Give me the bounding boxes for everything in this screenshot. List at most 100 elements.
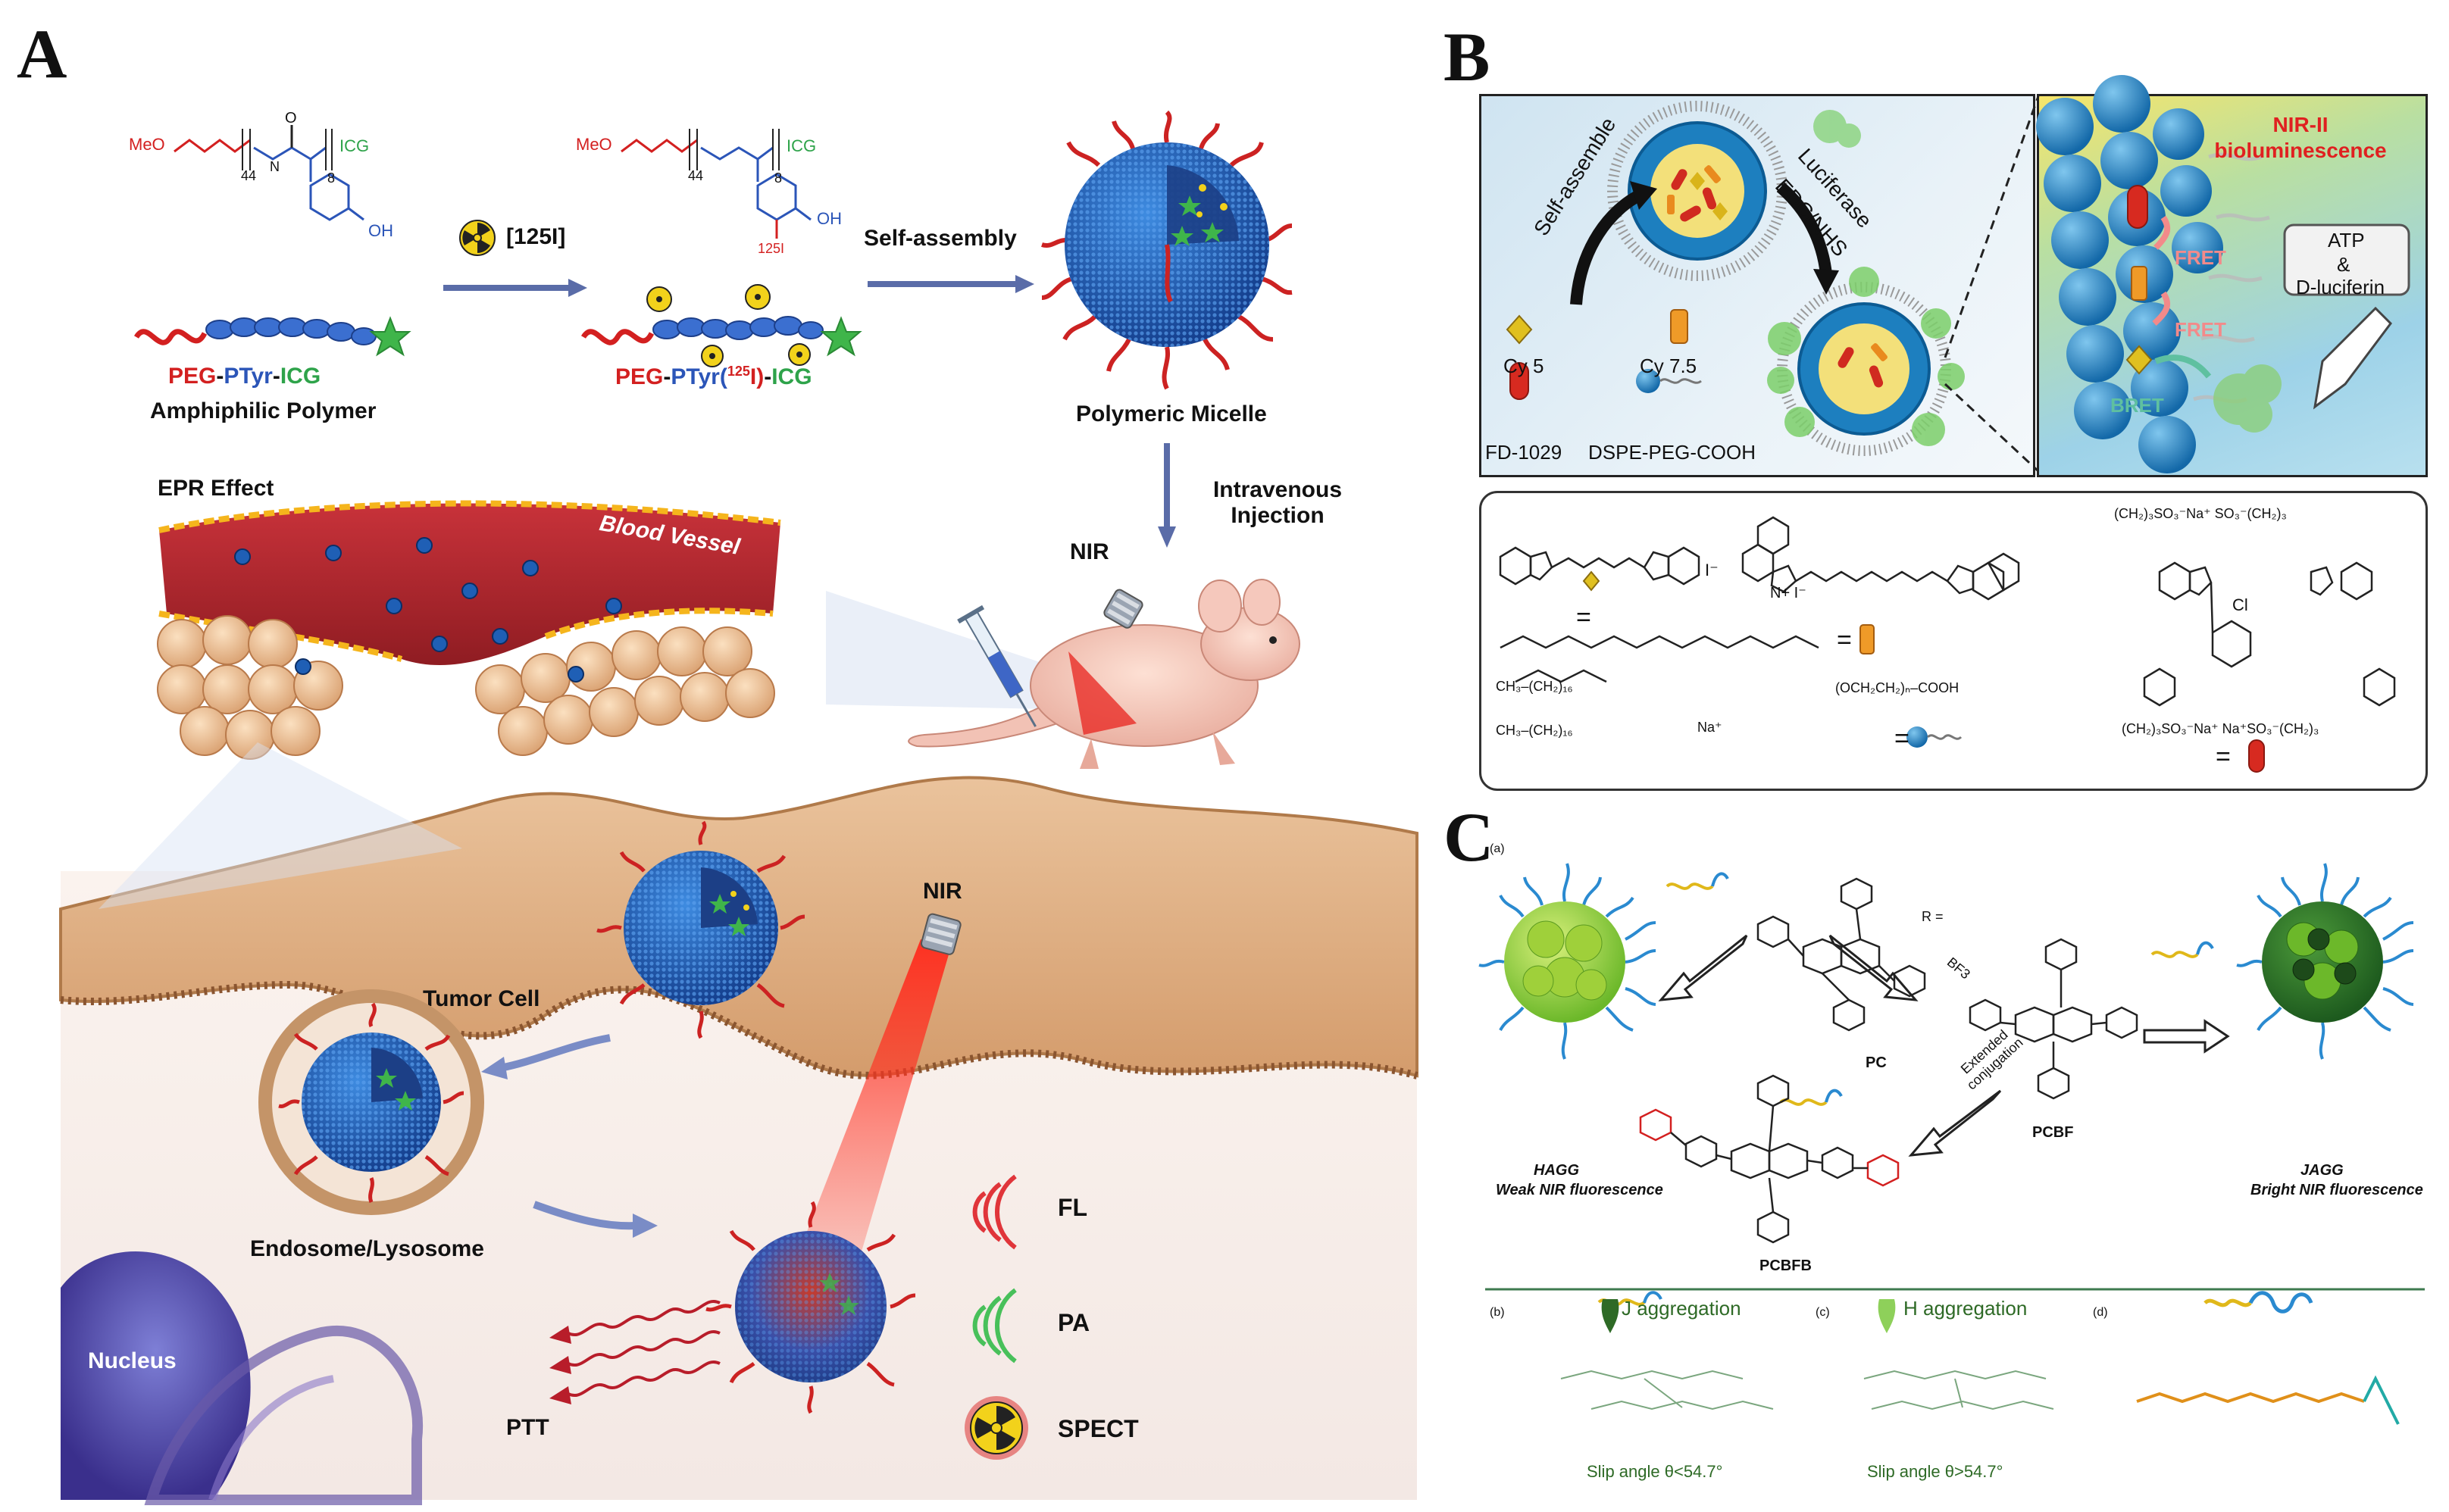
polymer1-icg: ICG xyxy=(280,364,321,389)
panel-label-b: B xyxy=(1443,18,1490,95)
c-pc-label: PC xyxy=(1866,1054,1887,1071)
chem-ch3a: CH₃–(CH₂)₁₆ xyxy=(1496,679,1573,694)
pa-label: PA xyxy=(1058,1309,1090,1336)
activated-micelle xyxy=(705,1201,916,1414)
chem-eq-dspe: = xyxy=(1894,724,1909,753)
epr-effect-label: EPR Effect xyxy=(158,476,274,501)
chem-so3-top: (CH₂)₃SO₃⁻Na⁺ SO₃⁻(CH₂)₃ xyxy=(2114,506,2287,521)
chem-cl: Cl xyxy=(2232,595,2248,614)
chem-so3-bottom: (CH₂)₃SO₃⁻Na⁺ Na⁺SO₃⁻(CH₂)₃ xyxy=(2122,721,2319,736)
c-r-def: R = xyxy=(1922,909,1944,924)
fl-label: FL xyxy=(1058,1194,1088,1221)
ptt-heat-arrows xyxy=(549,1300,721,1404)
spect-label: SPECT xyxy=(1058,1415,1139,1442)
chem-eq-cy5: = xyxy=(1576,603,1591,632)
legend-cy75: Cy 7.5 xyxy=(1640,355,1697,377)
c-slip-angle-1: Slip angle θ<54.7° xyxy=(1587,1462,1723,1481)
amphiphilic-polymer-chain xyxy=(134,316,411,357)
chem1-n: N xyxy=(270,159,280,174)
chem2-oh: OH xyxy=(817,209,842,228)
chem1-oh: OH xyxy=(368,221,393,240)
nir-ii-bioluminescence-label: NIR-II bioluminescence xyxy=(2214,113,2387,162)
amp-label: & xyxy=(2337,253,2350,276)
radiation-icon xyxy=(459,220,496,256)
c-j-aggregation: J aggregation xyxy=(1622,1297,1741,1320)
chem1-n44: 44 xyxy=(241,168,257,183)
legend-dspe-peg-cooh: DSPE-PEG-COOH xyxy=(1588,441,1756,464)
intravenous-injection-label: Intravenous Injection xyxy=(1212,477,1343,528)
panel-c-aggregation-scheme xyxy=(1478,863,2425,1333)
polymer1-dash1: - xyxy=(216,364,224,389)
legend-cy5: Cy 5 xyxy=(1503,355,1544,377)
injection-arrow xyxy=(1158,443,1176,548)
fret-label-2: FRET xyxy=(2175,318,2226,341)
polymer2-icg: ICG xyxy=(771,364,812,389)
c-hagg-sub: Weak NIR fluorescence xyxy=(1496,1182,1663,1198)
chem2-iodine: 125I xyxy=(758,241,785,256)
chem1-o: O xyxy=(285,110,297,127)
chem-eq-fd1029: = xyxy=(2216,742,2231,771)
chem-iodide-cy5: I⁻ xyxy=(1705,561,1719,579)
nir-laser-head-top xyxy=(1103,589,1143,629)
peg-ptyr-125i-icg-structure xyxy=(621,129,812,239)
polymer2-dash2: - xyxy=(764,364,772,389)
blood-vessel-illustration xyxy=(157,500,781,760)
polymer1-label: PEG-PTyr-ICG xyxy=(168,364,321,389)
chem2-meo: MeO xyxy=(576,135,612,154)
c-pcbfb-label: PCBFB xyxy=(1759,1257,1812,1274)
c-sub-b: (b) xyxy=(1490,1306,1505,1319)
polymer2-ptyr-pre: PTyr( xyxy=(671,364,727,389)
chem-iodide-cy75: N+ I⁻ xyxy=(1770,585,1806,601)
chem-na: Na⁺ xyxy=(1697,720,1722,735)
fret-label-1: FRET xyxy=(2175,246,2226,269)
mouse-illustration xyxy=(908,579,1300,769)
endosome-lysosome-label: Endosome/Lysosome xyxy=(250,1236,484,1261)
panel-b-nanoparticle-diagram xyxy=(1506,75,2410,473)
chem1-icg: ICG xyxy=(339,136,370,155)
release-arrow xyxy=(533,1201,658,1238)
chem-cooh: (OCH₂CH₂)ₙ–COOH xyxy=(1835,680,1960,695)
polymeric-micelle xyxy=(1041,110,1293,390)
bret-label: BRET xyxy=(2110,394,2164,417)
chem2-n8: 8 xyxy=(774,170,783,186)
radiolabeled-polymer-chain xyxy=(581,284,862,367)
ptt-label: PTT xyxy=(506,1415,549,1440)
panel-label-a: A xyxy=(17,15,67,92)
tumor-cell-label: Tumor Cell xyxy=(423,986,540,1011)
c-jagg-sub: Bright NIR fluorescence xyxy=(2250,1182,2423,1198)
panel-b-structures-drawing xyxy=(1499,516,2396,773)
amphiphilic-polymer-label: Amphiphilic Polymer xyxy=(150,398,377,423)
peg-ptyr-icg-structure xyxy=(174,125,364,221)
fl-wave-icon xyxy=(972,1174,1017,1250)
polymer2-peg: PEG xyxy=(615,364,664,389)
nir-laser-head-bottom xyxy=(920,913,962,955)
spect-radiation-icon xyxy=(965,1396,1028,1460)
c-sub-d: (d) xyxy=(2093,1306,2108,1319)
self-assembly-label: Self-assembly xyxy=(864,226,1017,251)
chem2-n44: 44 xyxy=(688,168,704,183)
c-h-aggregation: H aggregation xyxy=(1903,1297,2028,1320)
panel-b-chemical-structures xyxy=(1479,491,2428,791)
c-slip-angle-2: Slip angle θ>54.7° xyxy=(1867,1462,2003,1481)
polymer2-ptyr-post: I) xyxy=(749,364,765,389)
c-jagg-label: JAGG xyxy=(2300,1162,2344,1179)
d-luciferin-label: D-luciferin xyxy=(2296,276,2385,298)
nucleus-label: Nucleus xyxy=(88,1348,177,1373)
uptake-arrow xyxy=(481,1034,611,1079)
radio-label: [125I] xyxy=(506,224,566,249)
syringe-icon xyxy=(957,604,1037,727)
polymer1-ptyr: PTyr xyxy=(224,364,273,389)
nir-laser-beam xyxy=(788,939,951,1295)
c-slip-molecules xyxy=(1560,1370,2400,1425)
tumor-cell-micelle xyxy=(596,820,805,1039)
radiolabel-arrow xyxy=(443,279,587,297)
chem-ch3b: CH₃–(CH₂)₁₆ xyxy=(1496,723,1573,738)
nir-label-bottom: NIR xyxy=(923,879,962,904)
chem1-meo: MeO xyxy=(129,135,165,154)
pa-wave-icon xyxy=(972,1288,1017,1364)
chem1-n8: 8 xyxy=(327,170,336,186)
polymer2-label: PEG-PTyr(125I)-ICG xyxy=(615,364,812,390)
polymer2-iso: 125 xyxy=(727,364,750,379)
self-assembly-arrow xyxy=(868,275,1034,293)
legend-fd1029: FD-1029 xyxy=(1485,441,1562,464)
